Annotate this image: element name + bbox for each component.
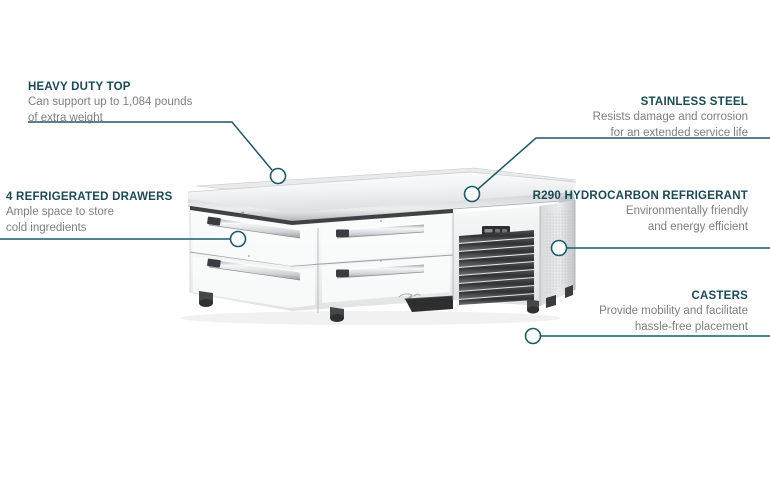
callout-stainless-steel: STAINLESS STEEL Resists damage and corro…: [488, 95, 748, 141]
callout-line-1: Resists damage and corrosion: [592, 111, 748, 123]
callout-line-1: Ample space to store: [6, 206, 115, 218]
callout-heading: CASTERS: [691, 290, 748, 302]
callout-refrigerated-drawers: 4 REFRIGERATED DRAWERS Ample space to st…: [6, 190, 173, 236]
callout-line-2: for an extended service life: [610, 126, 748, 139]
caster-wheels: [199, 291, 539, 322]
callout-heading: HEAVY DUTY TOP: [28, 81, 131, 93]
callout-line-1: Provide mobility and facilitate: [599, 305, 748, 317]
callout-line-1: Environmentally friendly: [625, 205, 748, 217]
callout-r290-refrigerant: R290 HYDROCARBON REFRIGERANT Environment…: [518, 189, 748, 235]
callout-line-1: Can support up to 1,084 pounds: [28, 96, 193, 108]
vent-louvers: [459, 230, 534, 305]
callout-line-2: of extra weight: [28, 111, 103, 124]
callout-casters: CASTERS Provide mobility and facilitate …: [508, 289, 748, 335]
callout-heading: STAINLESS STEEL: [640, 96, 748, 108]
callout-line-2: hassle-free placement: [634, 320, 748, 333]
callout-heading: R290 HYDROCARBON REFRIGERANT: [532, 190, 748, 202]
callout-heading: 4 REFRIGERATED DRAWERS: [6, 191, 173, 203]
callout-line-2: cold ingredients: [6, 221, 87, 234]
callout-line-2: and energy efficient: [647, 220, 748, 233]
callout-heavy-duty-top: HEAVY DUTY TOP Can support up to 1,084 p…: [28, 80, 192, 126]
